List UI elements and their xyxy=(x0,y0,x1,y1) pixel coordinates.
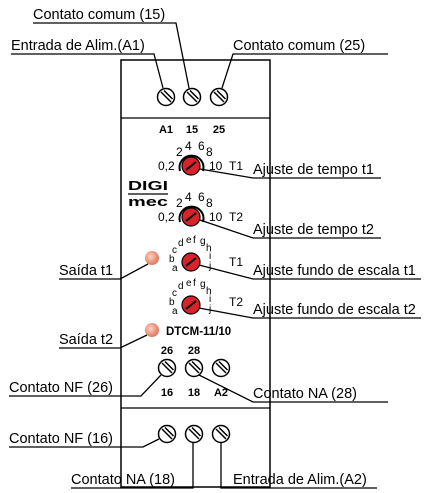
t1-label: T1 xyxy=(229,159,243,173)
t1-scale-4: 4 xyxy=(185,139,192,153)
r1-h: h xyxy=(206,243,212,254)
t1-scale-10: 10 xyxy=(209,159,223,173)
leader-ajuste-fundo-t2 xyxy=(198,307,421,319)
terminal-label-18: 18 xyxy=(188,387,200,399)
terminal-label-a1: A1 xyxy=(159,124,173,136)
screw-25-top xyxy=(209,87,229,107)
callout-entrada-alim-a1: Entrada de Alim.(A1) xyxy=(11,38,145,54)
screw-28-18 xyxy=(184,358,204,378)
r2-i: i xyxy=(209,294,211,305)
screw-a2 xyxy=(211,358,231,378)
r1-c: c xyxy=(172,245,177,256)
logo-top: DIGI xyxy=(128,178,168,193)
leader-ajuste-tempo-t1 xyxy=(199,168,381,179)
callout-saida-t2: Saída t2 xyxy=(59,332,113,348)
r1-d: d xyxy=(178,238,184,249)
t2-scale-8: 8 xyxy=(206,196,213,210)
terminal-label-28: 28 xyxy=(188,345,200,357)
logo-bottom: mec xyxy=(128,194,168,209)
leader-entrada-alim-a2 xyxy=(220,443,377,489)
leader-contato-na-28 xyxy=(198,374,388,403)
t2-scale-2: 2 xyxy=(176,196,183,210)
callout-contato-comum-15: Contato comum (15) xyxy=(33,7,165,23)
terminal-label-26: 26 xyxy=(161,345,173,357)
screw-26-16 xyxy=(157,358,177,378)
device-body xyxy=(120,59,271,488)
t2-scale-4: 4 xyxy=(185,190,192,204)
terminal-label-25: 25 xyxy=(213,124,225,136)
callout-contato-comum-25: Contato comum (25) xyxy=(233,38,365,54)
r1-j: j xyxy=(208,261,211,272)
range-knob-t1[interactable]: a b c d e f g h i j T1 xyxy=(169,235,243,274)
leader-entrada-alim-a1 xyxy=(11,53,164,89)
callout-ajuste-tempo-t2: Ajuste de tempo t2 xyxy=(253,222,374,238)
r2-d: d xyxy=(178,281,184,292)
r2-h: h xyxy=(206,286,212,297)
leader-contato-na-18 xyxy=(71,443,194,489)
model-label: DTCM-11/10 xyxy=(166,326,231,338)
t2-scale-6: 6 xyxy=(198,190,205,204)
r2-a: a xyxy=(172,306,178,317)
t2-scale-10: 10 xyxy=(209,210,223,224)
callout-ajuste-tempo-t1: Ajuste de tempo t1 xyxy=(253,162,374,178)
time-knob-t2[interactable]: 0,2 2 4 6 8 10 T2 xyxy=(158,190,243,227)
screw-15-top xyxy=(182,87,202,107)
r1-a: a xyxy=(172,263,178,274)
led-saida-t2 xyxy=(145,323,159,337)
r1-f: f xyxy=(193,235,196,246)
r2-g: g xyxy=(200,279,206,290)
t2-scale-02: 0,2 xyxy=(158,210,175,224)
callout-contato-na-28: Contato NA (28) xyxy=(253,386,357,402)
callout-entrada-alim-a2: Entrada de Alim.(A2) xyxy=(233,472,367,488)
digimec-logo: DIGI mec xyxy=(128,178,168,209)
r1-g: g xyxy=(200,236,206,247)
leader-saida-t2 xyxy=(59,334,148,349)
callout-contato-nf-26: Contato NF (26) xyxy=(9,380,113,396)
leader-contato-comum-25 xyxy=(221,53,388,89)
screw-18-bottom xyxy=(184,424,204,444)
r2-f: f xyxy=(193,278,196,289)
callout-contato-nf-16: Contato NF (16) xyxy=(9,431,113,447)
leader-contato-nf-16 xyxy=(9,438,160,448)
leader-contato-nf-26 xyxy=(9,374,162,397)
r2-label: T2 xyxy=(229,295,243,309)
leader-contato-comum-15 xyxy=(33,22,190,89)
t2-label: T2 xyxy=(229,210,243,224)
r1-b: b xyxy=(169,254,175,265)
t1-scale-02: 0,2 xyxy=(158,159,175,173)
screw-a1-top xyxy=(156,87,176,107)
callout-ajuste-fundo-t2: Ajuste fundo de escala t2 xyxy=(253,302,416,318)
callout-ajuste-fundo-t1: Ajuste fundo de escala t1 xyxy=(253,263,416,279)
terminal-label-16: 16 xyxy=(161,387,173,399)
r1-label: T1 xyxy=(229,255,243,269)
r2-b: b xyxy=(169,297,175,308)
t1-scale-2: 2 xyxy=(176,145,183,159)
time-knob-t1[interactable]: 0,2 2 4 6 8 10 T1 xyxy=(158,139,243,176)
leader-ajuste-tempo-t2 xyxy=(199,219,381,239)
terminal-label-15: 15 xyxy=(186,124,198,136)
leader-saida-t1 xyxy=(59,263,149,280)
r1-i: i xyxy=(209,251,211,262)
r2-e: e xyxy=(186,278,192,289)
t1-scale-8: 8 xyxy=(206,145,213,159)
leader-ajuste-fundo-t1 xyxy=(198,264,421,280)
t1-scale-6: 6 xyxy=(198,139,205,153)
r2-c: c xyxy=(172,288,177,299)
screw-a2-bottom xyxy=(211,424,231,444)
r1-e: e xyxy=(186,235,192,246)
range-knob-t2[interactable]: a b c d e f g h i j T2 xyxy=(169,278,243,317)
led-saida-t1 xyxy=(145,251,159,265)
callout-saida-t1: Saída t1 xyxy=(59,263,113,279)
screw-16-bottom xyxy=(157,424,177,444)
callout-contato-na-18: Contato NA (18) xyxy=(71,472,175,488)
terminal-label-a2: A2 xyxy=(214,387,228,399)
